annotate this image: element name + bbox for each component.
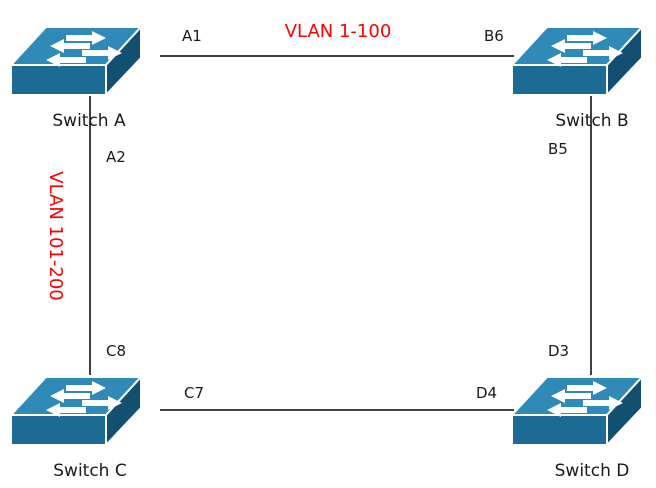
port-d3-label: D3 [548, 342, 569, 360]
port-b5-label: B5 [548, 140, 568, 158]
vlan-left-label: VLAN 101-200 [45, 171, 66, 300]
switch-b-icon [511, 26, 643, 96]
switch-b-label: Switch B [555, 111, 628, 131]
switch-c-icon [10, 376, 142, 446]
port-a1-label: A1 [182, 27, 202, 45]
port-c7-label: C7 [184, 384, 204, 402]
port-c8-label: C8 [106, 342, 126, 360]
switch-d-label: Switch D [555, 461, 630, 481]
port-a2-label: A2 [106, 148, 126, 166]
vlan-top-label: VLAN 1-100 [285, 21, 392, 42]
switch-a-icon [10, 26, 142, 96]
switch-d-icon [511, 376, 643, 446]
port-b6-label: B6 [484, 27, 504, 45]
port-d4-label: D4 [476, 384, 497, 402]
switch-c-label: Switch C [53, 461, 126, 481]
switch-a-label: Switch A [52, 111, 126, 131]
